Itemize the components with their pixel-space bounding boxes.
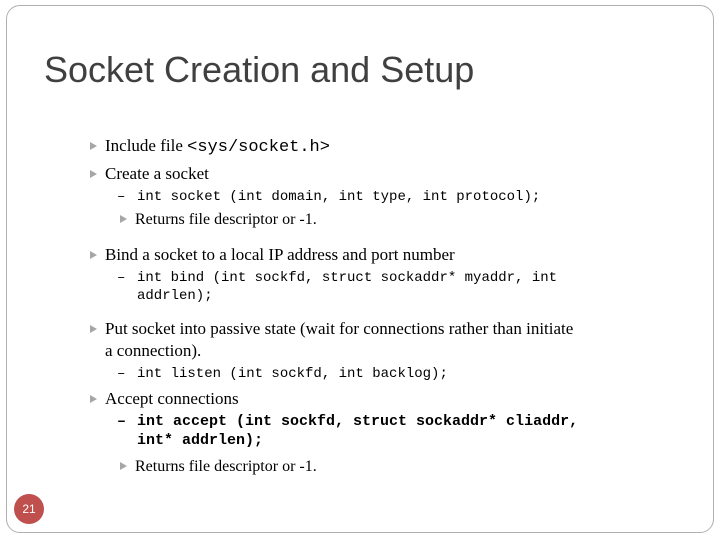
code-bind-text-1: int bind (int sockfd, struct sockaddr* m… xyxy=(137,270,558,286)
slide-number-badge: 21 xyxy=(14,494,44,524)
slide-frame xyxy=(6,5,714,533)
bullet-bind-text: Bind a socket to a local IP address and … xyxy=(105,245,455,264)
code-listen-text: int listen (int sockfd, int backlog); xyxy=(137,366,448,382)
bullet-arrow-icon xyxy=(90,142,97,151)
bullet-arrow-icon xyxy=(120,215,127,224)
dash-marker: – xyxy=(117,270,126,286)
bullet-accept-text: Accept connections xyxy=(105,389,239,408)
bullet-listen-text-2: a connection). xyxy=(105,341,202,360)
code-accept-text-2: int* addrlen); xyxy=(137,432,264,449)
bullet-accept-returns: Returns file descriptor or -1. xyxy=(120,456,317,478)
bullet-accept-returns-text: Returns file descriptor or -1. xyxy=(135,458,317,475)
slide-title: Socket Creation and Setup xyxy=(44,49,475,90)
code-bind-signature-line1: –int bind (int sockfd, struct sockaddr* … xyxy=(117,269,557,287)
code-accept-signature-line1: –int accept (int sockfd, struct sockaddr… xyxy=(117,413,578,431)
bullet-accept: Accept connections xyxy=(90,388,239,410)
bullet-create-returns: Returns file descriptor or -1. xyxy=(120,209,317,231)
bullet-arrow-icon xyxy=(90,170,97,179)
code-listen-signature: –int listen (int sockfd, int backlog); xyxy=(117,365,448,383)
bullet-listen-text-1: Put socket into passive state (wait for … xyxy=(105,319,574,338)
bullet-include: Include file <sys/socket.h> xyxy=(90,135,330,159)
bullet-listen: Put socket into passive state (wait for … xyxy=(90,318,573,340)
dash-marker: – xyxy=(117,189,126,205)
code-socket-text: int socket (int domain, int type, int pr… xyxy=(137,189,541,205)
dash-marker: – xyxy=(117,366,126,382)
bullet-include-text: Include file xyxy=(105,136,188,155)
bullet-create-returns-text: Returns file descriptor or -1. xyxy=(135,211,317,228)
bullet-include-code: <sys/socket.h> xyxy=(187,138,330,157)
bullet-bind: Bind a socket to a local IP address and … xyxy=(90,244,455,266)
bullet-arrow-icon xyxy=(120,462,127,471)
code-bind-signature-line2: addrlen); xyxy=(117,287,213,305)
code-accept-signature-line2: int* addrlen); xyxy=(117,432,263,450)
bullet-arrow-icon xyxy=(90,325,97,334)
bullet-create-text: Create a socket xyxy=(105,164,209,183)
code-accept-text-1: int accept (int sockfd, struct sockaddr*… xyxy=(137,413,579,430)
bullet-arrow-icon xyxy=(90,395,97,404)
bullet-create: Create a socket xyxy=(90,163,209,185)
bullet-arrow-icon xyxy=(90,251,97,260)
code-socket-signature: –int socket (int domain, int type, int p… xyxy=(117,188,540,206)
dash-marker: – xyxy=(117,413,127,430)
bullet-listen-cont: a connection). xyxy=(105,340,201,362)
code-bind-text-2: addrlen); xyxy=(137,288,213,304)
